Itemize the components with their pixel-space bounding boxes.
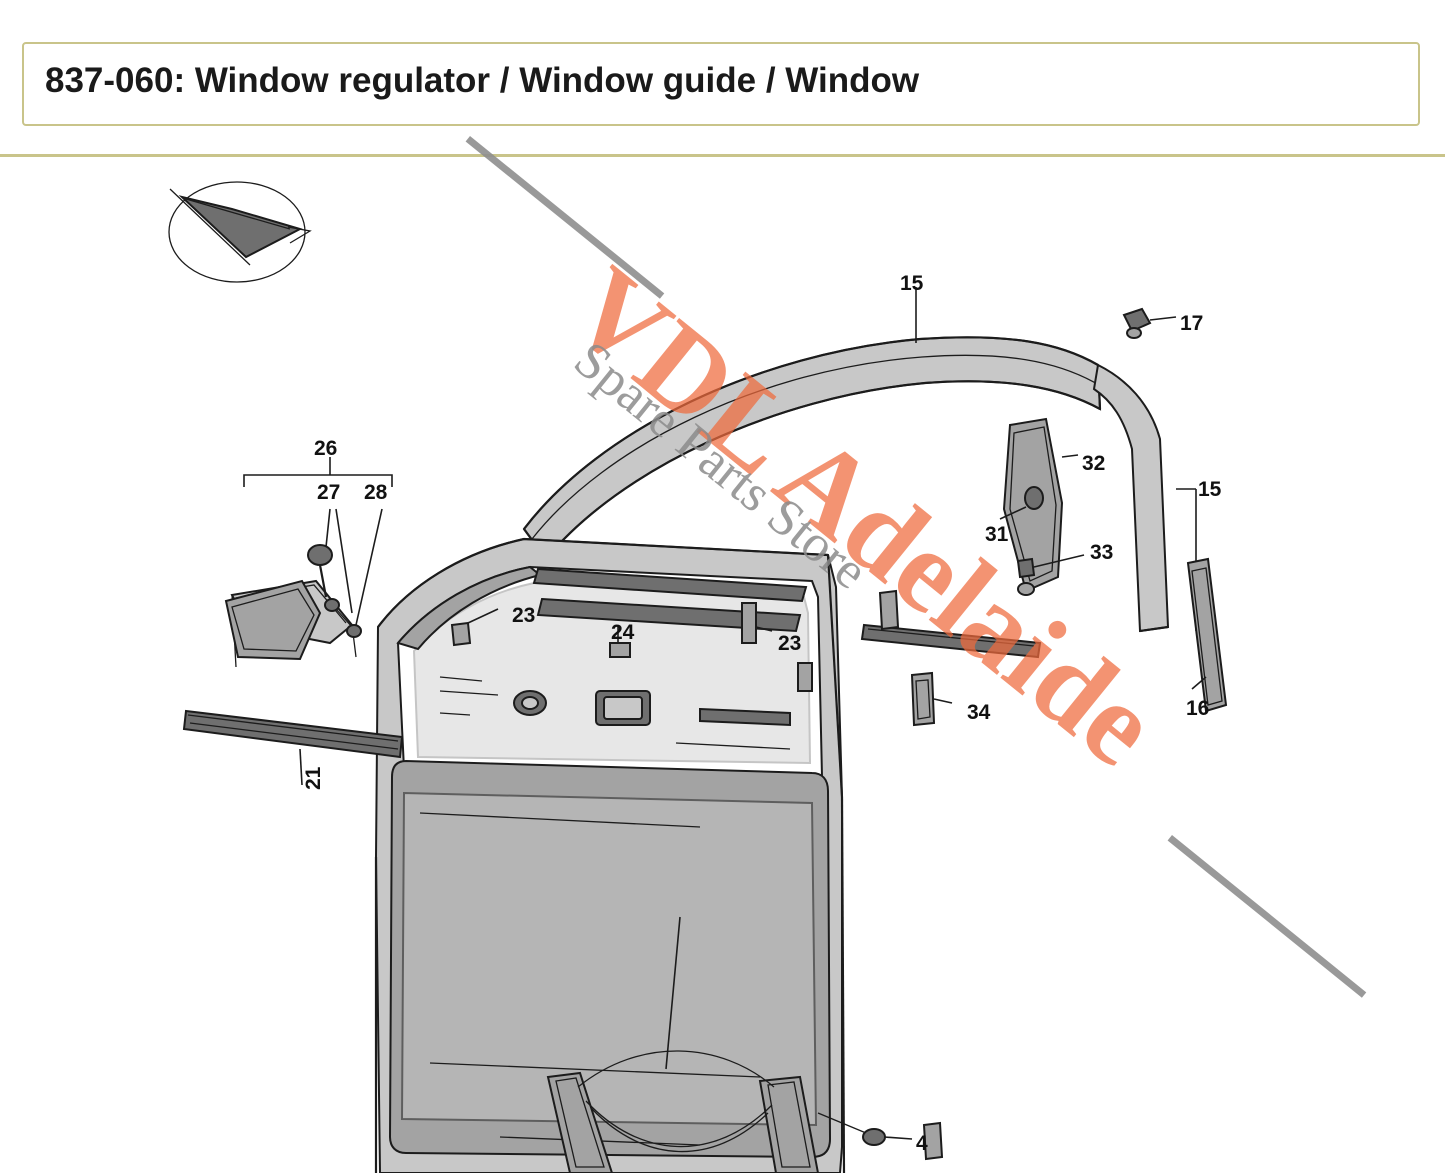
parts-diagram: .ln { fill:none; stroke:#1c1c1c; stroke-… bbox=[0, 157, 1445, 1173]
page-title: 837-060: Window regulator / Window guide… bbox=[45, 61, 920, 100]
part-16-window-guide-rail bbox=[1186, 557, 1228, 713]
orientation-icon bbox=[168, 181, 312, 283]
window-regulator-assembly bbox=[546, 916, 944, 1173]
part-34-bracket bbox=[910, 671, 953, 727]
part-31-fastener bbox=[999, 486, 1044, 520]
diagram-drawing: .ln { fill:none; stroke:#1c1c1c; stroke-… bbox=[168, 181, 1228, 1173]
part-26-27-28-mirror-assembly bbox=[224, 457, 393, 668]
part-17-clip bbox=[1122, 307, 1177, 339]
part-21-belt-weatherstrip bbox=[182, 709, 404, 786]
belt-moulding-right bbox=[860, 589, 1042, 659]
page-header-bar bbox=[22, 42, 1420, 126]
part-23-24-window-guides bbox=[450, 567, 813, 692]
header-divider bbox=[0, 154, 1445, 157]
door-shell bbox=[374, 537, 846, 1173]
part-33-fastener bbox=[1016, 554, 1085, 596]
